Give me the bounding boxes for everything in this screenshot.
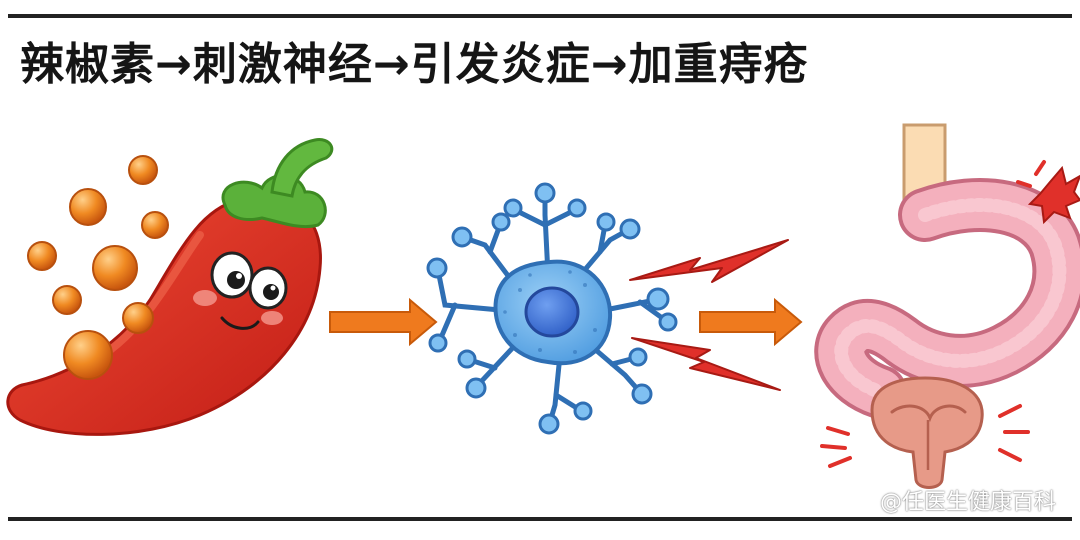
- inflammation-marks: [820, 160, 1046, 468]
- pain-burst-icon: [1027, 165, 1080, 225]
- signal-bolt-icons: [629, 239, 789, 391]
- pepper-calyx: [221, 174, 327, 229]
- flow-arrow-2: [699, 297, 803, 347]
- neuron-terminals: [426, 182, 678, 435]
- capsaicin-droplets: [27, 155, 169, 380]
- neuron-speckles: [503, 270, 597, 354]
- neuron-nucleus: [524, 286, 580, 338]
- flow-arrow-1: [329, 297, 438, 347]
- watermark-text: @任医生健康百科: [879, 490, 1056, 515]
- stomach-intestine-icon: [814, 123, 1080, 489]
- top-border-line: [8, 14, 1072, 18]
- watermark: @任医生健康百科: [848, 482, 1056, 518]
- page-title: 辣椒素→刺激神经→引发炎症→加重痔疮: [20, 39, 809, 90]
- pepper-stem: [270, 138, 334, 198]
- paw-logo-icon: [850, 488, 873, 510]
- bottom-border-line: [8, 517, 1072, 521]
- chili-pepper-icon: [6, 138, 334, 436]
